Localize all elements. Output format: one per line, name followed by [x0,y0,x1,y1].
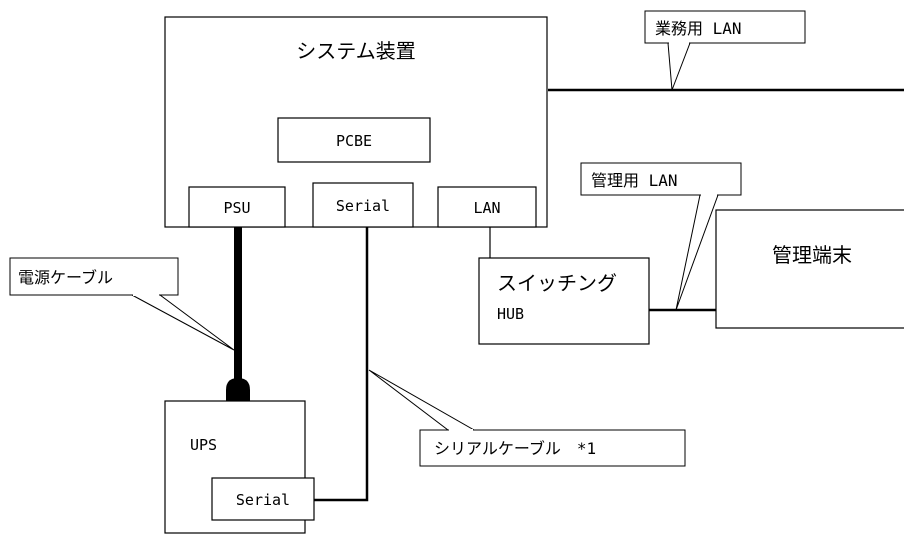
management-terminal-label: 管理端末 [772,243,852,267]
pcbe-box [277,117,431,163]
business-lan-callout: 業務用 LAN [644,10,806,91]
serial-port-label: Serial [336,197,390,215]
lan-port-label: LAN [473,199,500,217]
serial-port [312,182,414,228]
management-terminal-box [715,209,904,329]
system-device-label: システム装置 [296,39,415,63]
mgmt-lan-callout-label: 管理用 LAN [591,171,678,190]
switching-hub-box [478,257,650,345]
serial-cable-callout-label: シリアルケーブル *1 [434,439,596,458]
serial-cable-callout: シリアルケーブル *1 [368,369,686,467]
ups-label: UPS [190,436,217,454]
ups-serial-port-label: Serial [236,491,290,509]
ups-serial-port [211,477,315,521]
pcbe-label: PCBE [336,132,372,150]
power-cable-callout-label: 電源ケーブル [18,268,113,287]
power-cable-callout: 電源ケーブル [9,257,235,351]
lan-port [437,186,537,228]
switching-hub-label-line1: スイッチング [497,271,617,295]
psu-port-label: PSU [223,199,250,217]
serial-cable-line [314,227,369,502]
switching-hub-label-line2: HUB [497,305,524,323]
mgmt-lan-callout: 管理用 LAN [580,162,742,311]
business-lan-callout-label: 業務用 LAN [655,19,742,38]
